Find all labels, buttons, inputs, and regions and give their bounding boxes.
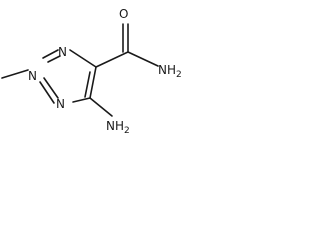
bond-c5-n3 — [72, 97, 91, 103]
amide-n-label: NH — [158, 63, 176, 77]
chemical-structure: N N N O NH2 NH2 — [1, 7, 182, 136]
atom-amide-nh2: NH2 — [158, 63, 182, 80]
bond-methyl-n2 — [1, 69, 29, 79]
atom-n2: N — [28, 69, 37, 83]
bond-c4-c5-inner — [84, 71, 91, 98]
bond-c4-c5 — [89, 66, 97, 99]
bond-n3-n2-inner — [39, 81, 55, 104]
amine-n-label: NH — [106, 119, 124, 133]
bond-c5-amine-n — [89, 97, 113, 117]
bond-n1-n2-inner — [42, 49, 59, 59]
bond-carbonyl-amide-n — [127, 51, 159, 67]
atom-n1: N — [58, 45, 67, 59]
atom-amine-nh2: NH2 — [106, 119, 130, 136]
bond-n2-n1 — [47, 55, 61, 63]
bonds — [1, 23, 159, 117]
bond-c4-carbonyl — [95, 51, 129, 68]
atom-labels: N N N O NH2 NH2 — [28, 7, 182, 136]
amine-h-subscript: 2 — [124, 126, 130, 136]
atom-carbonyl-o: O — [119, 7, 128, 21]
atom-n3: N — [56, 97, 65, 111]
bond-n1-c4 — [69, 49, 97, 68]
amide-h-subscript: 2 — [176, 70, 182, 80]
bond-n2-n3 — [43, 77, 59, 99]
